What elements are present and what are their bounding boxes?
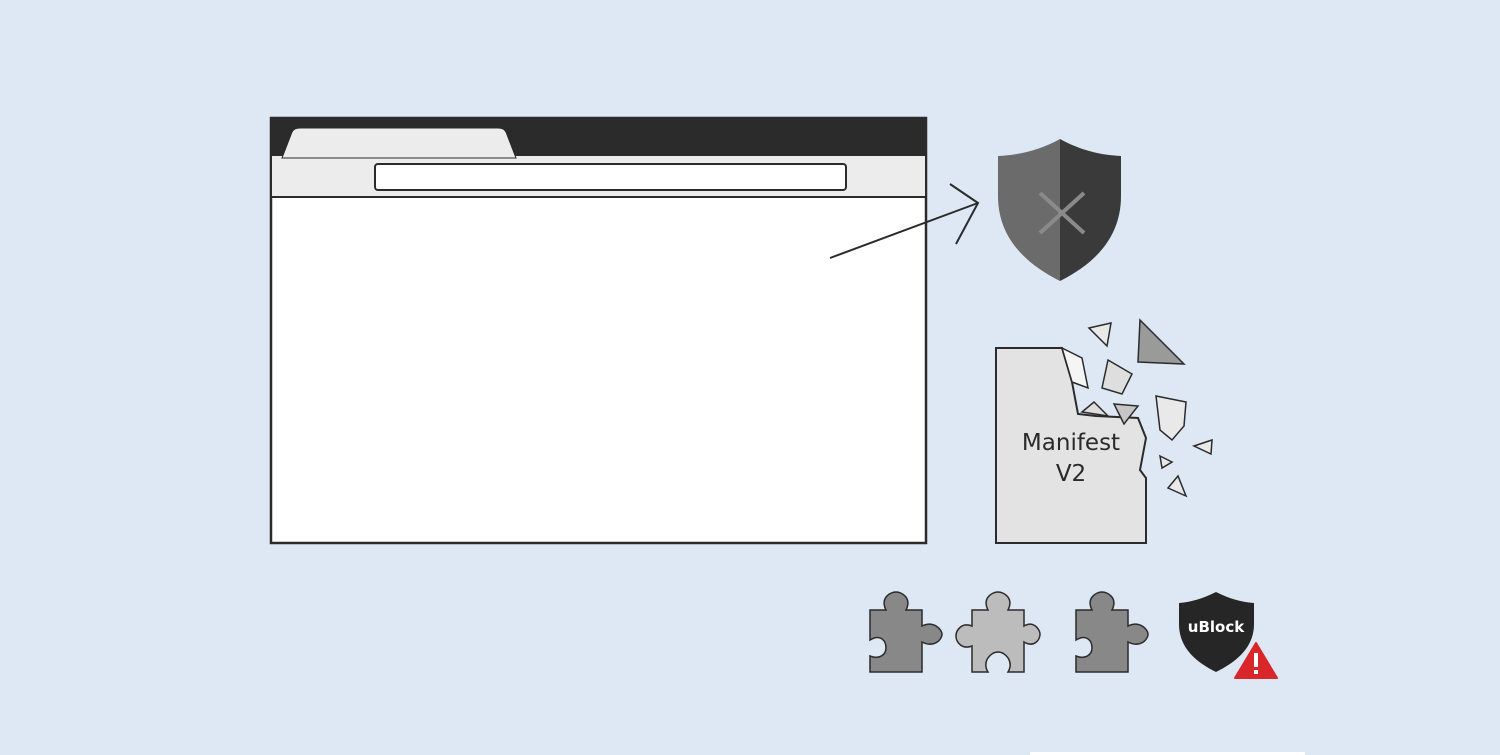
ublock-shield-icon	[1179, 592, 1254, 672]
puzzle-piece-icon	[869, 591, 943, 673]
paper-fragments	[1080, 318, 1213, 498]
warning-icon	[1234, 642, 1278, 679]
browser-tab[interactable]	[281, 127, 517, 159]
manifest-label: Manifest V2	[1000, 428, 1142, 490]
manifest-document	[995, 346, 1148, 544]
bottom-divider	[1030, 752, 1305, 755]
puzzle-piece-icon	[955, 591, 1041, 673]
browser-window	[269, 116, 928, 545]
arrow-icon	[829, 183, 980, 259]
shield-x-icon	[998, 139, 1121, 281]
manifest-label-line1: Manifest	[1021, 430, 1121, 456]
address-bar[interactable]	[374, 163, 847, 191]
puzzle-piece-icon	[1075, 591, 1149, 673]
manifest-label-line2: V2	[1055, 461, 1087, 487]
ublock-label: uBlock	[1187, 618, 1245, 636]
